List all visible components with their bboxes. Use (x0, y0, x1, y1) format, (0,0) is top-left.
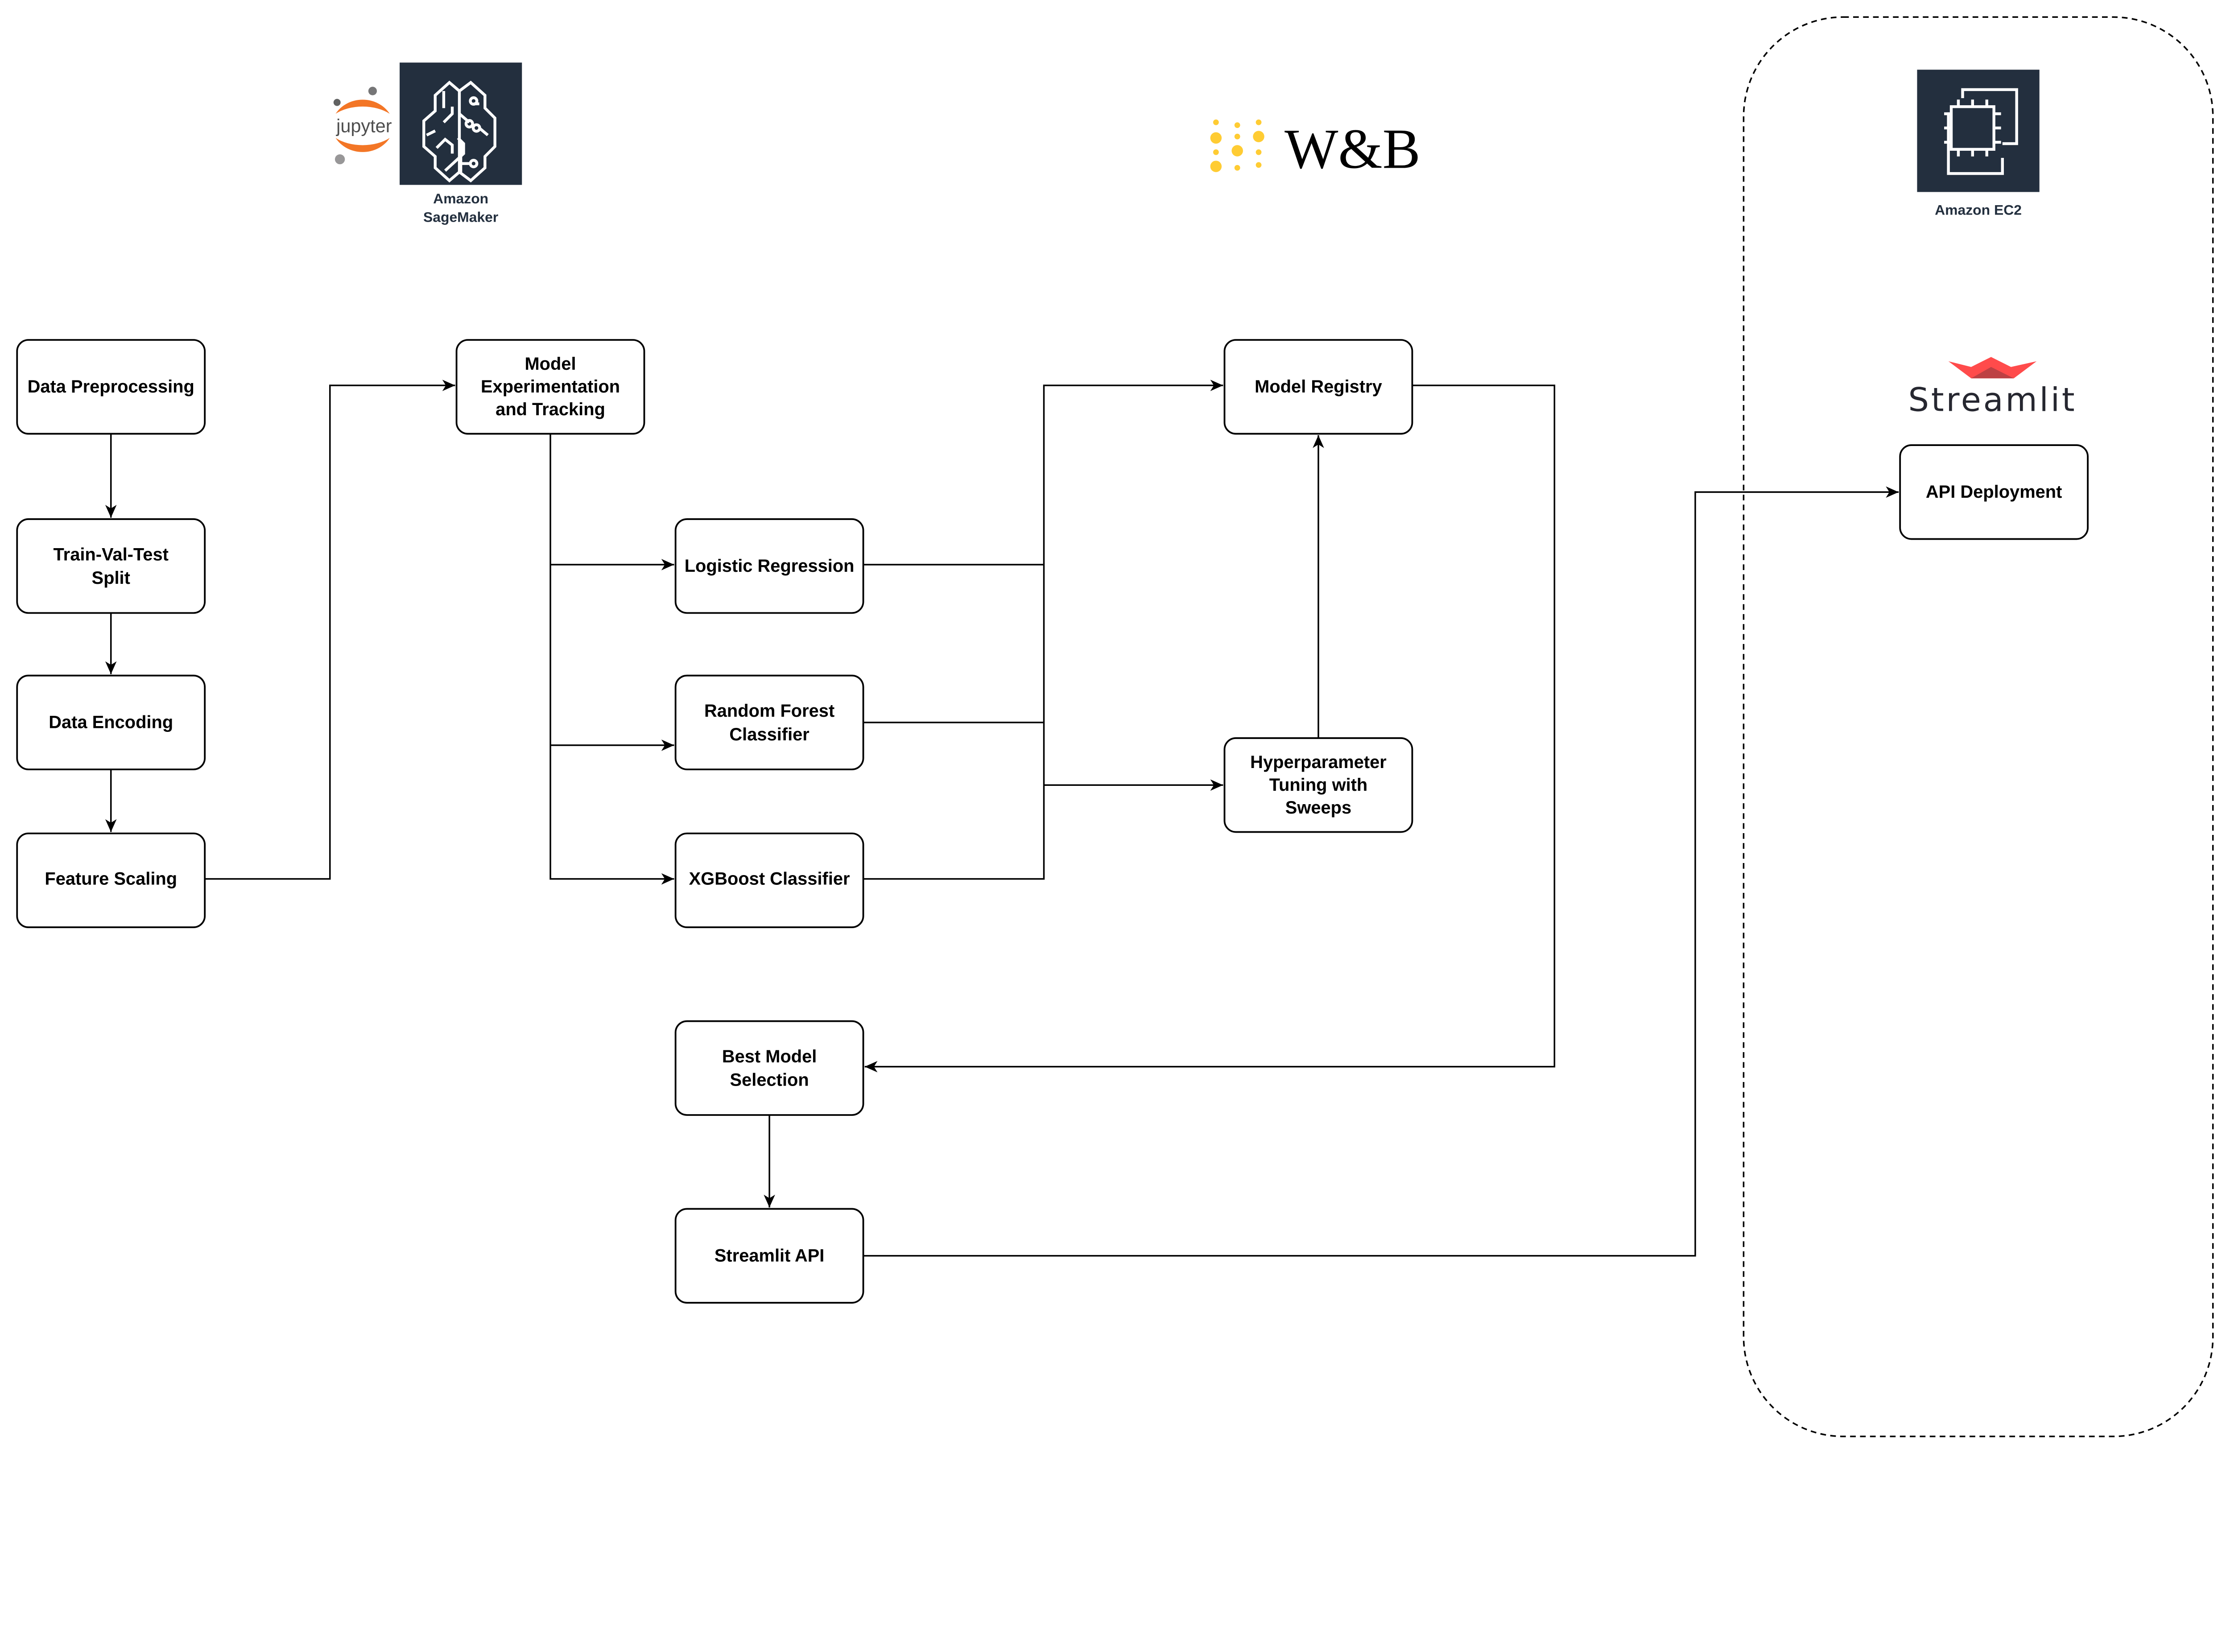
edge-experimentation-trunk (549, 434, 674, 885)
streamlit-wordmark: Streamlit (1908, 381, 2077, 419)
node-label: Split (92, 568, 130, 588)
svg-text:Model Registry: Model Registry (1255, 377, 1382, 396)
node-label: Model Registry (1255, 377, 1382, 396)
wandb-dots-icon (1210, 119, 1264, 172)
jupyter-wordmark: jupyter (335, 116, 392, 136)
node-label: Classifier (729, 725, 809, 744)
node-feature-scaling[interactable]: Feature Scaling (16, 832, 206, 928)
node-label: Best Model (722, 1047, 817, 1066)
node-label: Feature Scaling (45, 869, 177, 888)
svg-text:Logistic Regression: Logistic Regression (685, 556, 855, 576)
node-label: Experimentation (481, 377, 620, 396)
svg-text:XGBoost Classifier: XGBoost Classifier (689, 869, 850, 888)
node-api-deployment[interactable]: API Deployment (1899, 444, 2089, 540)
ec2-deployment-container (1743, 16, 2214, 1437)
ec2-label: Amazon EC2 (1935, 202, 2022, 218)
node-data-preprocessing[interactable]: Data Preprocessing (16, 339, 206, 435)
streamlit-logo: Streamlit (1908, 357, 2077, 419)
ec2-logo: Amazon EC2 (1917, 70, 2040, 218)
node-label: and Tracking (496, 400, 605, 419)
ec2-chip-icon (1944, 88, 2018, 175)
svg-text:Streamlit API: Streamlit API (714, 1246, 825, 1265)
node-label: Data Encoding (49, 713, 173, 732)
brain-circuit-icon (422, 80, 496, 183)
node-label: Selection (730, 1070, 809, 1090)
wandb-logo: W&B (1210, 117, 1421, 180)
edge-streamlit-deployment (863, 486, 1899, 1257)
sagemaker-label: SageMaker (423, 209, 498, 225)
node-label: Hyperparameter (1250, 752, 1387, 772)
node-model-registry[interactable]: Model Registry (1223, 339, 1413, 435)
node-data-encoding[interactable]: Data Encoding (16, 674, 206, 771)
sagemaker-label: Amazon (433, 190, 488, 206)
edge-scaling-experimentation (205, 380, 455, 880)
edges (105, 380, 1899, 1257)
edge-registry-best (864, 384, 1556, 1073)
jupyter-logo: jupyter (333, 87, 392, 165)
node-logistic-regression[interactable]: Logistic Regression (674, 518, 864, 614)
svg-text:API Deployment: API Deployment (1926, 482, 2062, 502)
node-xgboost[interactable]: XGBoost Classifier (674, 832, 864, 928)
node-label: Sweeps (1285, 798, 1351, 818)
node-label: Data Preprocessing (28, 377, 194, 396)
node-label: XGBoost Classifier (689, 869, 850, 888)
node-label: API Deployment (1926, 482, 2062, 502)
svg-text:Feature Scaling: Feature Scaling (45, 869, 177, 888)
node-label: Logistic Regression (685, 556, 855, 576)
node-label: Streamlit API (714, 1246, 825, 1265)
node-streamlit-api[interactable]: Streamlit API (674, 1208, 864, 1304)
svg-text:Data Preprocessing: Data Preprocessing (28, 377, 194, 396)
node-label: Random Forest (704, 701, 834, 721)
node-label: Model (524, 354, 576, 374)
wandb-wordmark: W&B (1284, 117, 1421, 180)
svg-text:Data Encoding: Data Encoding (49, 713, 173, 732)
node-label: Tuning with (1269, 775, 1368, 795)
node-label: Train-Val-Test (54, 545, 169, 564)
edge-xgb-out (863, 380, 1223, 880)
